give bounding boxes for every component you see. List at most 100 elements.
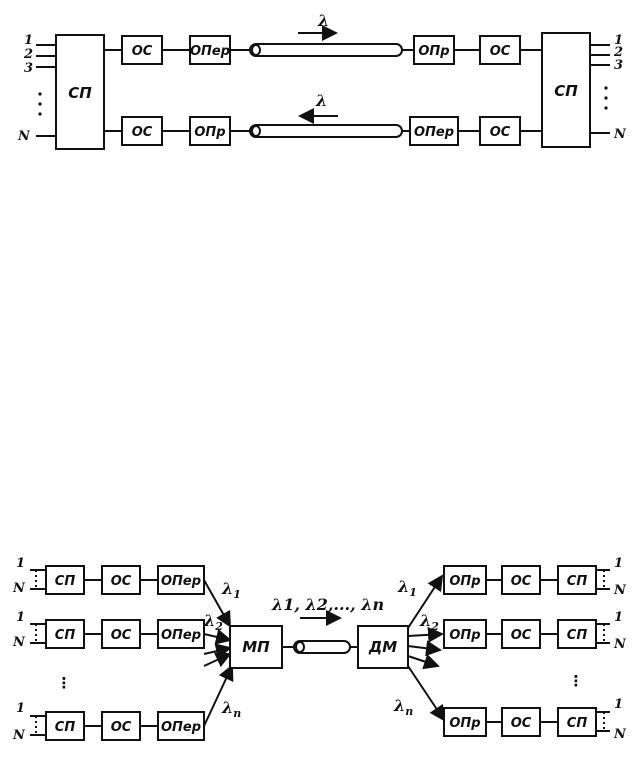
bottom-right-row-2: ОПр ОС СП 1 N xyxy=(443,610,627,652)
demultiplexer-label: ДМ xyxy=(368,638,397,656)
bl2-sp-label: СП xyxy=(55,628,76,643)
br3-os-label: ОС xyxy=(511,716,532,731)
br1-port-1: 1 xyxy=(614,556,623,571)
br3-port-n: N xyxy=(613,727,627,742)
port-label-3: 3 xyxy=(24,61,33,76)
top-os-right-lower-label: ОС xyxy=(490,125,511,140)
arrow-from-demux-5 xyxy=(407,665,446,722)
top-receiver-right-label: ОПр xyxy=(418,44,449,59)
bottom-left-ellipsis: ⋮ xyxy=(57,674,72,692)
br2-port-n: N xyxy=(613,637,627,652)
bottom-left-row-3: 1 N СП ОС ОПер xyxy=(12,701,205,743)
right-port-label-3: 3 xyxy=(614,58,623,73)
br3-port-1: 1 xyxy=(614,697,623,712)
right-output-ports: 1 2 3 N xyxy=(590,33,627,142)
br3-sp xyxy=(557,707,597,737)
br1-rx xyxy=(443,565,487,595)
top-transmitter-right xyxy=(409,116,459,146)
right-port-label-1: 1 xyxy=(614,33,623,48)
br2-sp xyxy=(557,619,597,649)
br1-os-label: ОС xyxy=(511,574,532,589)
top-fiber-lower xyxy=(249,124,403,138)
port-label-1: 1 xyxy=(24,33,33,48)
top-receiver-left-label: ОПр xyxy=(194,125,225,140)
bl1-sp xyxy=(45,565,85,595)
top-lambda-upper: λ xyxy=(317,11,329,30)
bl2-os-label: ОС xyxy=(111,628,132,643)
br1-port-n: N xyxy=(613,583,627,598)
arrow-to-mux-2 xyxy=(203,629,232,645)
bl2-port-n: N xyxy=(12,635,26,650)
right-port-label-2: 2 xyxy=(613,45,623,60)
top-transmitter-left-label: ОПер xyxy=(190,44,230,59)
top-receiver-left xyxy=(189,116,231,146)
bottom-right-row-1: ОПр ОС СП 1 N xyxy=(443,556,627,598)
arrow-from-demux-2 xyxy=(407,626,444,643)
channels-label: λ1, λ2,..., λn xyxy=(271,595,384,614)
br2-rx xyxy=(443,619,487,649)
top-os-right-upper-label: ОС xyxy=(490,44,511,59)
bl2-sp xyxy=(45,619,85,649)
bl1-sp-label: СП xyxy=(55,574,76,589)
right-lambda-2: λ2 xyxy=(419,611,439,633)
bl2-port-1: 1 xyxy=(16,610,25,625)
top-fiber-upper xyxy=(249,43,403,57)
arrow-to-mux-5 xyxy=(203,664,234,727)
top-os-right-upper xyxy=(479,35,521,65)
arrow-from-demux-1 xyxy=(407,574,444,629)
bottom-diagram: 1 N СП ОС ОПер 1 N СП ОС xyxy=(12,556,627,743)
right-switch-block xyxy=(541,32,591,148)
bl3-tx-label: ОПер xyxy=(161,720,201,735)
br3-rx-label: ОПр xyxy=(449,716,480,731)
left-switch-label: СП xyxy=(68,84,92,102)
top-lambda-lower: λ xyxy=(315,91,327,110)
bottom-left-row-2: 1 N СП ОС ОПер xyxy=(12,610,205,650)
br2-port-1: 1 xyxy=(614,610,623,625)
top-diagram: 1 2 3 N СП ОС ОПер λ ОПр ОС xyxy=(17,11,627,150)
bl3-port-n: N xyxy=(12,728,26,743)
port-label-2: 2 xyxy=(23,47,33,62)
left-lambda-n: λn xyxy=(221,698,241,720)
right-lambda-1: λ1 xyxy=(397,577,417,599)
bottom-right-row-3: ОПр ОС СП 1 N xyxy=(443,697,627,742)
left-switch-block xyxy=(55,34,105,150)
bottom-right-ellipsis: ⋮ xyxy=(569,672,584,690)
bl1-port-1: 1 xyxy=(16,556,25,571)
br2-rx-label: ОПр xyxy=(449,628,480,643)
demultiplexer xyxy=(357,625,409,669)
top-os-left-upper-label: ОС xyxy=(132,44,153,59)
top-os-right-lower xyxy=(479,116,521,146)
bl1-tx-label: ОПер xyxy=(161,574,201,589)
port-label-n: N xyxy=(17,129,31,144)
bl3-sp-label: СП xyxy=(55,720,76,735)
right-switch-label: СП xyxy=(554,82,578,100)
arrow-from-demux-3 xyxy=(407,640,442,657)
arrow-to-mux-3 xyxy=(203,643,232,659)
bottom-fiber xyxy=(293,640,351,654)
br1-rx-label: ОПр xyxy=(449,574,480,589)
br1-sp-label: СП xyxy=(567,574,588,589)
bl2-tx-label: ОПер xyxy=(161,628,201,643)
br2-os-label: ОС xyxy=(511,628,532,643)
bl3-os-label: ОС xyxy=(111,720,132,735)
top-transmitter-right-label: ОПер xyxy=(414,125,454,140)
arrow-to-mux-1 xyxy=(203,579,231,628)
bl3-port-1: 1 xyxy=(16,701,25,716)
multiplexer-label: МП xyxy=(242,638,270,656)
arrow-to-mux-4 xyxy=(203,652,232,668)
left-lambda-1: λ1 xyxy=(221,579,241,601)
bl1-port-n: N xyxy=(12,581,26,596)
arrow-from-demux-4 xyxy=(407,653,440,670)
br2-sp-label: СП xyxy=(567,628,588,643)
right-port-label-n: N xyxy=(613,127,627,142)
top-receiver-right xyxy=(413,35,455,65)
right-lambda-n: λn xyxy=(393,696,413,718)
br1-sp xyxy=(557,565,597,595)
bottom-left-row-1: 1 N СП ОС ОПер xyxy=(12,556,205,596)
bl1-tx xyxy=(157,565,205,595)
bl2-tx xyxy=(157,619,205,649)
br3-sp-label: СП xyxy=(567,716,588,731)
bl1-os-label: ОС xyxy=(111,574,132,589)
left-lambda-2: λ2 xyxy=(203,611,223,633)
